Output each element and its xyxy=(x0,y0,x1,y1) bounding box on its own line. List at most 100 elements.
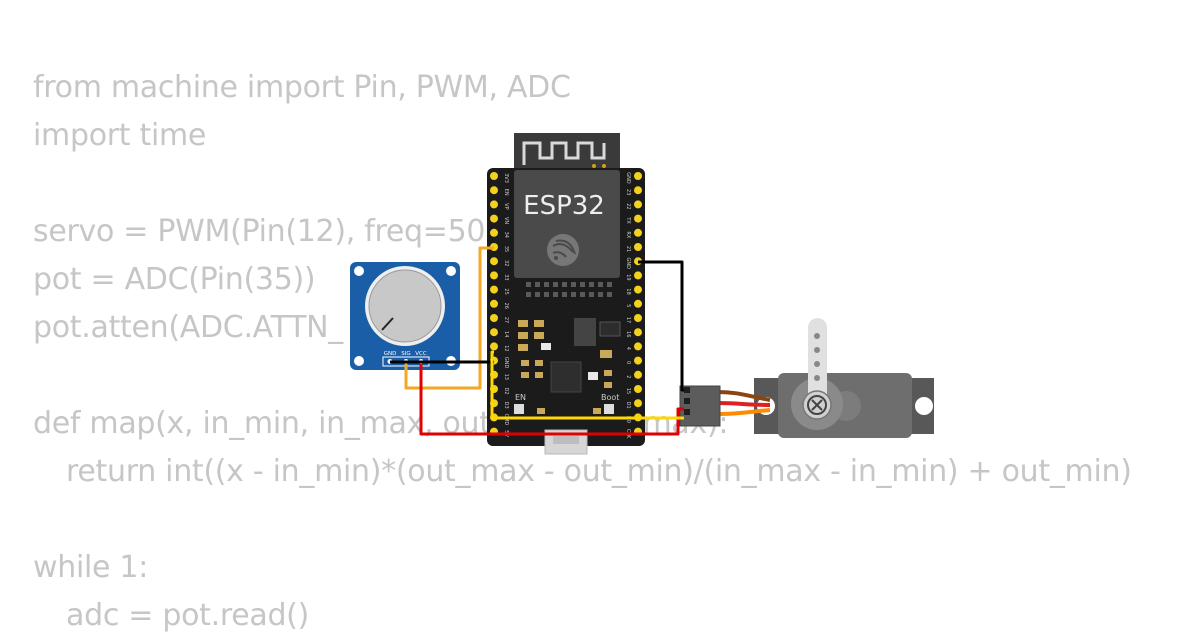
pin-label: 15 xyxy=(625,388,631,394)
pin-label: RX xyxy=(625,231,631,238)
pin-pad[interactable] xyxy=(634,328,642,337)
code-line: from machine import Pin, PWM, ADC xyxy=(33,70,571,105)
pin-label: 26 xyxy=(503,303,509,309)
pot-pointer xyxy=(381,317,394,331)
left-pin-header: 3V3ENVPVN343532332526271412GND13D2D3CMD5… xyxy=(490,172,509,437)
pin-pad[interactable] xyxy=(634,186,642,195)
pot-pin-label-vcc: VCC xyxy=(415,351,427,357)
pin-label: 5 xyxy=(625,304,631,307)
voltage-regulator xyxy=(574,318,596,346)
pin-pad[interactable] xyxy=(634,370,642,379)
pin-label: 13 xyxy=(503,374,509,380)
antenna-trace-icon xyxy=(522,141,606,165)
pin-label: 33 xyxy=(503,274,509,280)
pin-label: VP xyxy=(503,203,509,209)
pin-pad[interactable] xyxy=(490,328,498,337)
pin-pad[interactable] xyxy=(634,399,642,408)
pin-label: 2 xyxy=(625,375,631,378)
pin-pad[interactable] xyxy=(634,285,642,294)
pin-label: 19 xyxy=(625,274,631,280)
code-line: pot.atten(ADC.ATTN_ xyxy=(33,310,343,345)
pin-label: 14 xyxy=(503,331,509,337)
pin-label: 23 xyxy=(625,189,631,195)
pin-pad[interactable] xyxy=(634,342,642,351)
pin-label: D1 xyxy=(625,402,631,409)
pin-pad[interactable] xyxy=(490,314,498,322)
wire-pot-signal[interactable] xyxy=(404,246,494,390)
pin-pad[interactable] xyxy=(490,172,498,180)
chip-label: ESP32 xyxy=(523,191,605,221)
pin-label: GND xyxy=(625,172,631,184)
pin-label: D2 xyxy=(503,387,509,394)
pin-pad[interactable] xyxy=(490,186,498,195)
pot-pin-label-gnd: GND xyxy=(384,351,397,357)
boot-button[interactable] xyxy=(604,404,614,414)
usb-uart-chip xyxy=(550,361,582,393)
pin-pad[interactable] xyxy=(634,271,642,280)
wires xyxy=(390,246,684,436)
pin-pad[interactable] xyxy=(490,285,498,294)
pin-label: TX xyxy=(625,216,631,224)
servo-cable xyxy=(717,390,771,416)
boot-label: Boot xyxy=(601,393,619,402)
pin-label: 17 xyxy=(625,317,631,323)
code-listing: from machine import Pin, PWM, ADC import … xyxy=(33,64,1132,640)
pin-pad[interactable] xyxy=(490,257,498,266)
pin-label: 32 xyxy=(503,260,509,266)
servo-motor[interactable] xyxy=(754,318,934,438)
pin-pad[interactable] xyxy=(634,243,642,251)
pin-label: 4 xyxy=(625,347,631,350)
wire-servo-ground[interactable] xyxy=(638,260,684,392)
pin-label: EN xyxy=(503,189,509,196)
code-line: adc = pot.read() xyxy=(66,598,309,633)
espressif-logo-icon xyxy=(547,234,579,266)
pin-label: 0 xyxy=(625,361,631,364)
pin-label: 3V3 xyxy=(503,173,509,183)
pin-pad[interactable] xyxy=(634,299,642,308)
pin-label: 34 xyxy=(503,232,509,238)
wire-power[interactable] xyxy=(419,364,684,436)
pin-pad[interactable] xyxy=(634,228,642,237)
pin-pad[interactable] xyxy=(634,385,642,393)
code-line: import time xyxy=(33,118,207,153)
pin-label: GND xyxy=(503,357,509,369)
code-line: pot = ADC(Pin(35)) xyxy=(33,262,316,297)
pin-label: VN xyxy=(503,217,509,224)
pin-label: D3 xyxy=(503,402,509,409)
pin-pad[interactable] xyxy=(634,200,642,209)
pin-label: GND xyxy=(625,257,631,269)
en-label: EN xyxy=(515,393,526,402)
pin-label: 25 xyxy=(503,288,509,294)
code-line: servo = PWM(Pin(12), freq=50) xyxy=(33,214,497,249)
pin-pad[interactable] xyxy=(634,214,642,223)
pin-label: 12 xyxy=(503,345,509,351)
servo-connector[interactable] xyxy=(679,385,721,427)
pin-pad[interactable] xyxy=(490,271,498,280)
pin-pad[interactable] xyxy=(490,200,498,209)
pin-pad[interactable] xyxy=(490,228,498,237)
pin-pad[interactable] xyxy=(490,342,498,351)
pin-pad[interactable] xyxy=(634,356,642,365)
pin-label: 27 xyxy=(503,317,509,323)
wire-servo-signal[interactable] xyxy=(490,350,684,420)
code-line: while 1: xyxy=(33,550,149,585)
pin-label: 35 xyxy=(503,246,509,252)
code-line: return int((x - in_min)*(out_max - out_m… xyxy=(66,454,1132,489)
esp32-module xyxy=(514,170,620,278)
screw-icon xyxy=(807,395,827,415)
pin-pad[interactable] xyxy=(490,214,498,223)
pin-label: 21 xyxy=(625,246,631,252)
module-pads xyxy=(526,282,612,297)
potentiometer[interactable]: GND SIG VCC xyxy=(350,262,460,370)
pin-label: 22 xyxy=(625,203,631,209)
pin-pad[interactable] xyxy=(634,314,642,322)
pot-knob[interactable] xyxy=(368,269,442,343)
pin-pad[interactable] xyxy=(490,299,498,308)
pin-label: 16 xyxy=(625,331,631,337)
en-button[interactable] xyxy=(514,404,524,414)
pot-pin-label-sig: SIG xyxy=(401,351,410,357)
pin-pad[interactable] xyxy=(634,172,642,180)
